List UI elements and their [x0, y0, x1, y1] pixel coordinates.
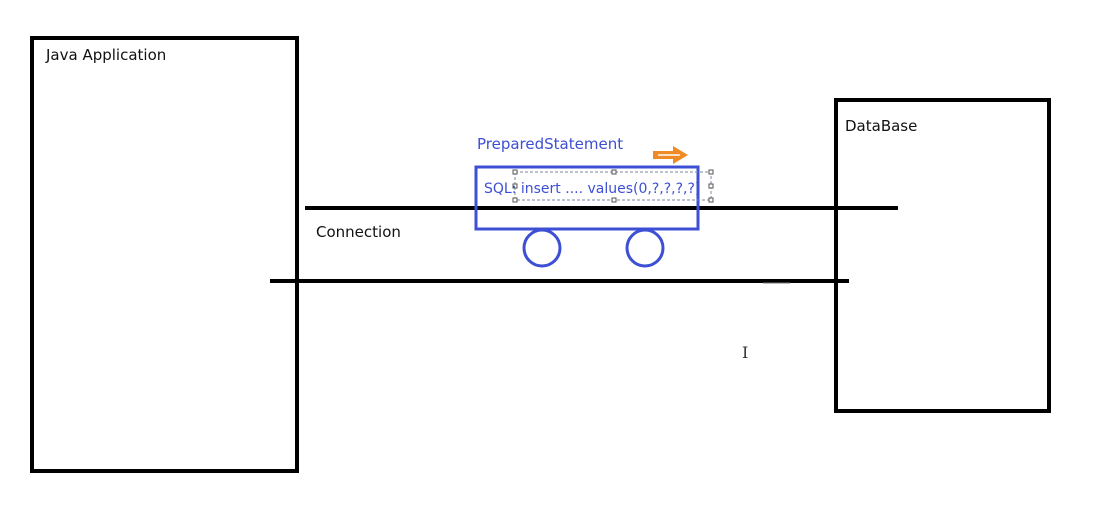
selection-handles[interactable]: [512, 169, 714, 203]
text-cursor-icon: I: [742, 343, 749, 362]
database-box[interactable]: [834, 98, 1051, 413]
java-application-label: Java Application: [46, 46, 167, 64]
sql-statement-text[interactable]: SQL: insert .... values(0,?,?,?,?): [484, 181, 701, 197]
database-label: DataBase: [845, 117, 918, 135]
cart-wheel-left: [522, 228, 562, 268]
connection-label: Connection: [316, 223, 401, 241]
prepared-statement-cart[interactable]: [474, 165, 700, 231]
java-application-box[interactable]: [30, 36, 299, 473]
orange-right-arrow-icon: [653, 146, 688, 164]
prepared-statement-label: PreparedStatement: [477, 135, 624, 153]
cart-wheel-right: [625, 228, 665, 268]
